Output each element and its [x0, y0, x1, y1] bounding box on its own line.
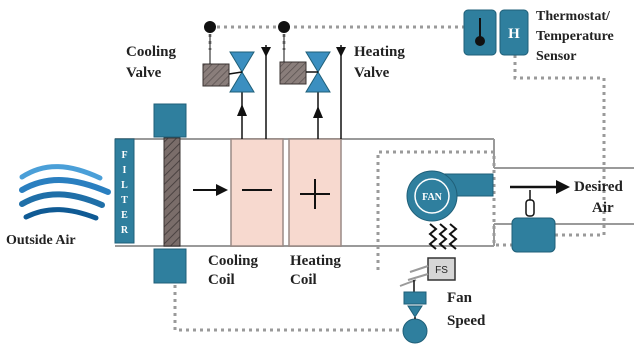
damper — [163, 137, 181, 247]
thermostat-label-1: Thermostat/ — [536, 9, 611, 24]
svg-text:F: F — [121, 150, 127, 161]
fan-speed-sensor-icon — [402, 318, 428, 344]
fan — [406, 170, 494, 222]
cooling-valve-label-2: Valve — [126, 65, 162, 81]
outside-air-label: Outside Air — [6, 233, 76, 248]
filter — [114, 138, 135, 244]
cooling-signal-node — [204, 21, 216, 33]
cooling-coil-label-1: Cooling — [208, 253, 259, 269]
svg-text:T: T — [121, 195, 128, 206]
fan-speed-box-label: FS — [435, 265, 448, 276]
svg-text:E: E — [121, 210, 128, 221]
thermostat: H — [463, 9, 529, 56]
damper-actuator-bottom — [153, 248, 187, 284]
desired-air-label-1: Desired — [574, 179, 624, 195]
cooling-coil — [230, 138, 284, 247]
fan-label: FAN — [422, 192, 443, 203]
humidity-sensor-box — [499, 9, 529, 56]
heating-coil-label-1: Heating — [290, 253, 341, 269]
humidity-sensor-badge: H — [508, 26, 520, 42]
damper-actuator-top — [153, 103, 187, 138]
outside-air-waves-icon — [19, 164, 111, 221]
airflow-arrow-icon — [193, 184, 228, 196]
thermostat-label-3: Sensor — [536, 49, 576, 64]
svg-text:I: I — [123, 165, 127, 176]
fan-speed-actuator — [402, 280, 428, 344]
desired-air-arrow-icon — [510, 180, 570, 194]
heating-signal-node — [278, 21, 290, 33]
cooling-coil-label-2: Coil — [208, 272, 235, 288]
discharge-sensor — [511, 190, 556, 253]
fan-speed-label-1: Fan — [447, 290, 473, 306]
svg-text:R: R — [121, 225, 129, 236]
fan-speed-box — [427, 257, 456, 281]
cooling-valve — [202, 34, 271, 139]
discharge-sensor-box — [511, 217, 556, 253]
cooling-valve-label-1: Cooling — [126, 44, 177, 60]
heating-valve-actuator — [279, 61, 307, 85]
svg-text:L: L — [121, 180, 128, 191]
thermostat-label-2: Temperature — [536, 29, 614, 44]
cooling-valve-actuator — [202, 63, 230, 87]
fan-belt-icon — [428, 223, 458, 250]
desired-air-label-2: Air — [592, 200, 614, 216]
fan-speed-label-2: Speed — [447, 313, 486, 329]
heating-valve-label-1: Heating — [354, 44, 405, 60]
heating-coil-label-2: Coil — [290, 272, 317, 288]
heating-coil-plus-symbol — [300, 179, 330, 209]
filter-letters: F I L T E R — [121, 150, 129, 236]
heating-valve-label-2: Valve — [354, 65, 390, 81]
heating-valve — [279, 34, 346, 139]
